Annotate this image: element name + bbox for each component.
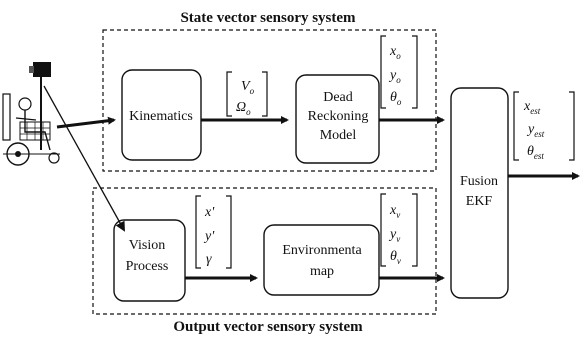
fusion-ekf-block [450,87,509,299]
dr-vec-2: θo [390,90,402,107]
dr-vec-0: xo [389,44,401,61]
kinematics-label: Kinematics [129,109,193,124]
env-vec-1: yv [388,227,400,244]
fusion-vec-2: θest [527,144,544,161]
env-vec-2: θv [390,249,401,266]
vis-vec-1: y' [203,229,215,244]
vis-vector-left-bracket [195,195,201,269]
env-vector-left-bracket [380,193,386,267]
dead-reckoning-label-1: Dead [323,90,353,105]
environmental-map-block [263,224,380,296]
dead-reckoning-label-2: Reckoning [308,109,369,124]
dead-reckoning-label-3: Model [320,128,357,143]
vis-vec-0: x' [204,205,215,220]
fusion-label-2: EKF [466,194,493,209]
state-system-title: State vector sensory system [180,10,356,26]
vision-label-1: Vision [129,238,166,253]
fusion-vec-0: xest [523,99,541,116]
env-vec-0: xv [389,203,400,220]
env-vector-right-bracket [412,193,418,267]
fusion-label-1: Fusion [460,174,498,189]
state-vector-group [102,29,437,172]
vis-vec-2: γ [206,252,212,267]
kin-vector-left-bracket [226,71,232,117]
vis-vector-right-bracket [226,195,232,269]
robot-to-vision-arrow [43,85,125,232]
vision-process-block [113,219,186,302]
env-map-label-1: Environmenta [282,243,362,258]
env-map-label-2: map [310,264,334,279]
dr-vec-1: yo [388,68,401,85]
wheelchair-robot-icon [2,62,60,166]
vision-label-2: Process [126,259,169,274]
fusion-vector-left-bracket [513,91,519,161]
kin-vector-right-bracket [262,71,268,117]
fusion-vector-right-bracket [569,91,575,161]
kin-vec-0: Vo [241,79,255,96]
dr-vector-left-bracket [380,35,386,109]
output-system-title: Output vector sensory system [173,319,363,335]
kin-vec-1: Ωo [236,100,251,117]
dr-vector-right-bracket [412,35,418,109]
output-vector-group [92,187,437,315]
kinematics-block [121,69,202,161]
fusion-vec-1: yest [526,122,545,139]
